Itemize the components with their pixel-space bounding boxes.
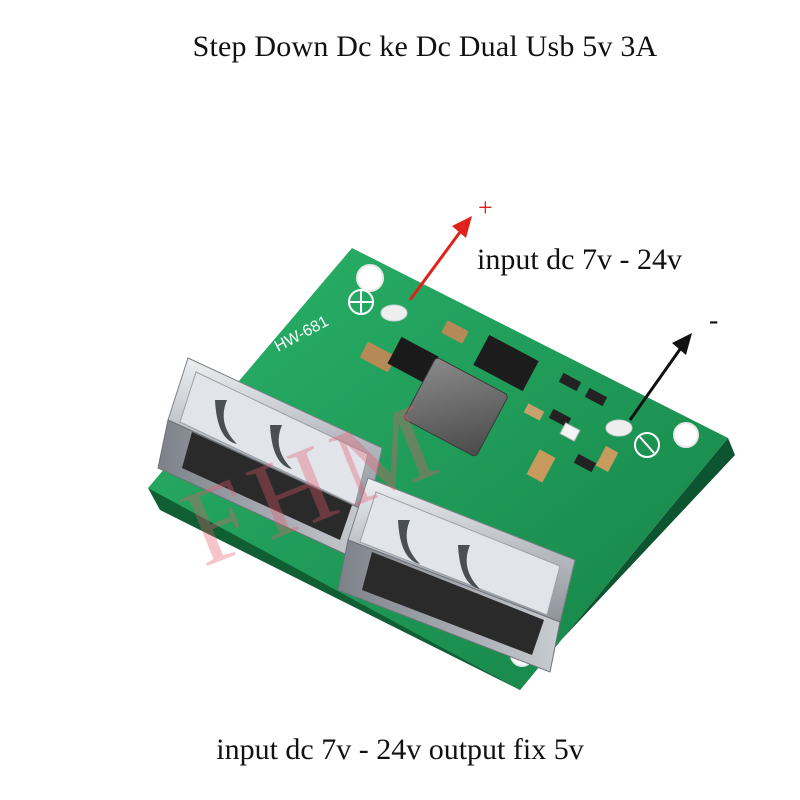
page-title: Step Down Dc ke Dc Dual Usb 5v 3A: [192, 30, 658, 63]
bottom-caption: input dc 7v - 24v output fix 5v: [216, 733, 584, 766]
input-voltage-label: input dc 7v - 24v: [477, 243, 682, 276]
silkscreen-marks: [348, 289, 660, 458]
components: [360, 320, 619, 483]
plus-arrow: [408, 216, 472, 301]
pcb-edge-right: [520, 438, 735, 690]
pcb-board: [148, 248, 728, 690]
usb-port-right: [337, 477, 576, 673]
input-pad-plus: [380, 304, 408, 322]
minus-label: -: [709, 305, 719, 336]
usb-port-left: [157, 357, 383, 561]
input-pad-minus: [605, 419, 633, 437]
minus-arrow: [628, 333, 692, 421]
plus-label: +: [478, 193, 493, 222]
